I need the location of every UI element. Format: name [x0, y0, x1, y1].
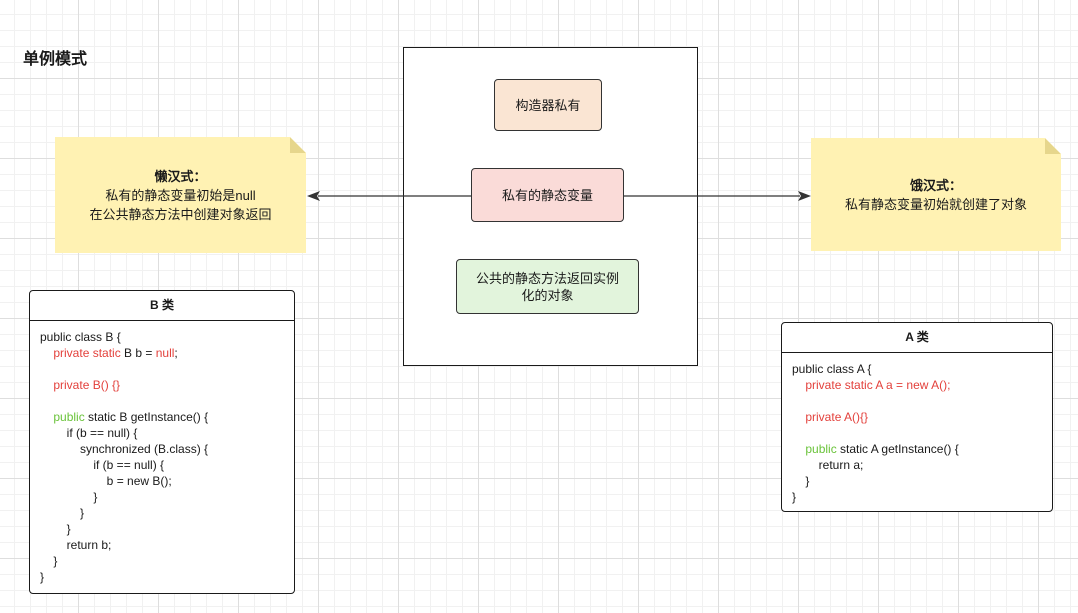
code-token: private B() {} [53, 378, 121, 392]
class-a-code-box: A 类 public class A { private static A a … [781, 322, 1053, 512]
code-token: if (b == null) { [40, 458, 165, 472]
code-token: public class B { [40, 330, 121, 344]
lazy-note-line-2: 在公共静态方法中创建对象返回 [89, 206, 272, 222]
code-token [792, 410, 805, 424]
class-b-title: B 类 [30, 291, 294, 321]
constructor-private-box: 构造器私有 [494, 79, 602, 131]
code-token: if (b == null) { [40, 426, 138, 440]
code-line: if (b == null) { [40, 425, 294, 441]
class-a-title: A 类 [782, 323, 1052, 353]
code-token: private static A a = new A(); [805, 378, 951, 392]
eager-note-title: 饿汉式： [909, 177, 962, 193]
code-line [792, 393, 1052, 409]
code-line: public static B getInstance() { [40, 409, 294, 425]
code-line: private B() {} [40, 377, 294, 393]
code-token: B b = [120, 346, 156, 360]
constructor-private-label: 构造器私有 [515, 97, 581, 113]
arrow-head-left [307, 191, 320, 201]
code-line: synchronized (B.class) { [40, 441, 294, 457]
code-token: } [40, 554, 58, 568]
code-token [40, 410, 53, 424]
class-b-code: public class B { private static B b = nu… [30, 321, 294, 585]
code-token: public class A { [792, 362, 872, 376]
code-token: null [155, 346, 175, 360]
code-token [40, 378, 53, 392]
code-line [40, 393, 294, 409]
lazy-note-line-1: 私有的静态变量初始是null [105, 187, 256, 203]
code-token: return a; [792, 458, 864, 472]
code-token: } [792, 474, 810, 488]
code-line: } [40, 553, 294, 569]
eager-note-line-1: 私有静态变量初始就创建了对象 [844, 196, 1027, 212]
code-line: if (b == null) { [40, 457, 294, 473]
code-token: synchronized (B.class) { [40, 442, 209, 456]
code-line: public class B { [40, 329, 294, 345]
lazy-note-title: 懒汉式： [154, 168, 207, 184]
public-static-method-label: 公共的静态方法返回实例化的对象 [475, 270, 619, 303]
code-token: public [805, 442, 837, 456]
code-line: } [792, 489, 1052, 505]
code-line: public class A { [792, 361, 1052, 377]
public-static-method-box: 公共的静态方法返回实例化的对象 [456, 259, 639, 314]
code-token: } [40, 570, 45, 584]
note-fold-corner [290, 137, 306, 153]
code-line: private static B b = null; [40, 345, 294, 361]
code-line: } [40, 505, 294, 521]
code-line [40, 361, 294, 377]
code-line: } [40, 521, 294, 537]
code-line: private static A a = new A(); [792, 377, 1052, 393]
code-line: public static A getInstance() { [792, 441, 1052, 457]
class-a-code: public class A { private static A a = ne… [782, 353, 1052, 505]
code-token: } [40, 506, 85, 520]
code-token: b = new B(); [40, 474, 172, 488]
code-token: return b; [40, 538, 112, 552]
code-token: private static [53, 346, 121, 360]
code-token [792, 442, 805, 456]
note-fold-corner [1045, 138, 1061, 154]
code-line [792, 425, 1052, 441]
code-token [792, 378, 805, 392]
arrow-head-right [798, 191, 811, 201]
code-token: static A getInstance() { [836, 442, 959, 456]
code-token: } [792, 490, 797, 504]
code-token [40, 346, 53, 360]
code-token: } [40, 522, 71, 536]
code-line: return a; [792, 457, 1052, 473]
eager-singleton-note: 饿汉式： 私有静态变量初始就创建了对象 [811, 138, 1061, 251]
code-token: static B getInstance() { [84, 410, 209, 424]
code-token: public [53, 410, 85, 424]
class-b-code-box: B 类 public class B { private static B b … [29, 290, 295, 594]
page-title: 单例模式 [23, 51, 88, 68]
code-line: private A(){} [792, 409, 1052, 425]
code-line: } [40, 569, 294, 585]
code-token: private A(){} [805, 410, 869, 424]
code-line: return b; [40, 537, 294, 553]
code-line: b = new B(); [40, 473, 294, 489]
code-line: } [40, 489, 294, 505]
code-token: } [40, 490, 98, 504]
code-line: } [792, 473, 1052, 489]
private-static-variable-label: 私有的静态变量 [501, 187, 593, 203]
private-static-variable-box: 私有的静态变量 [471, 168, 624, 222]
lazy-singleton-note: 懒汉式： 私有的静态变量初始是null 在公共静态方法中创建对象返回 [55, 137, 306, 253]
code-token: ; [174, 346, 178, 360]
